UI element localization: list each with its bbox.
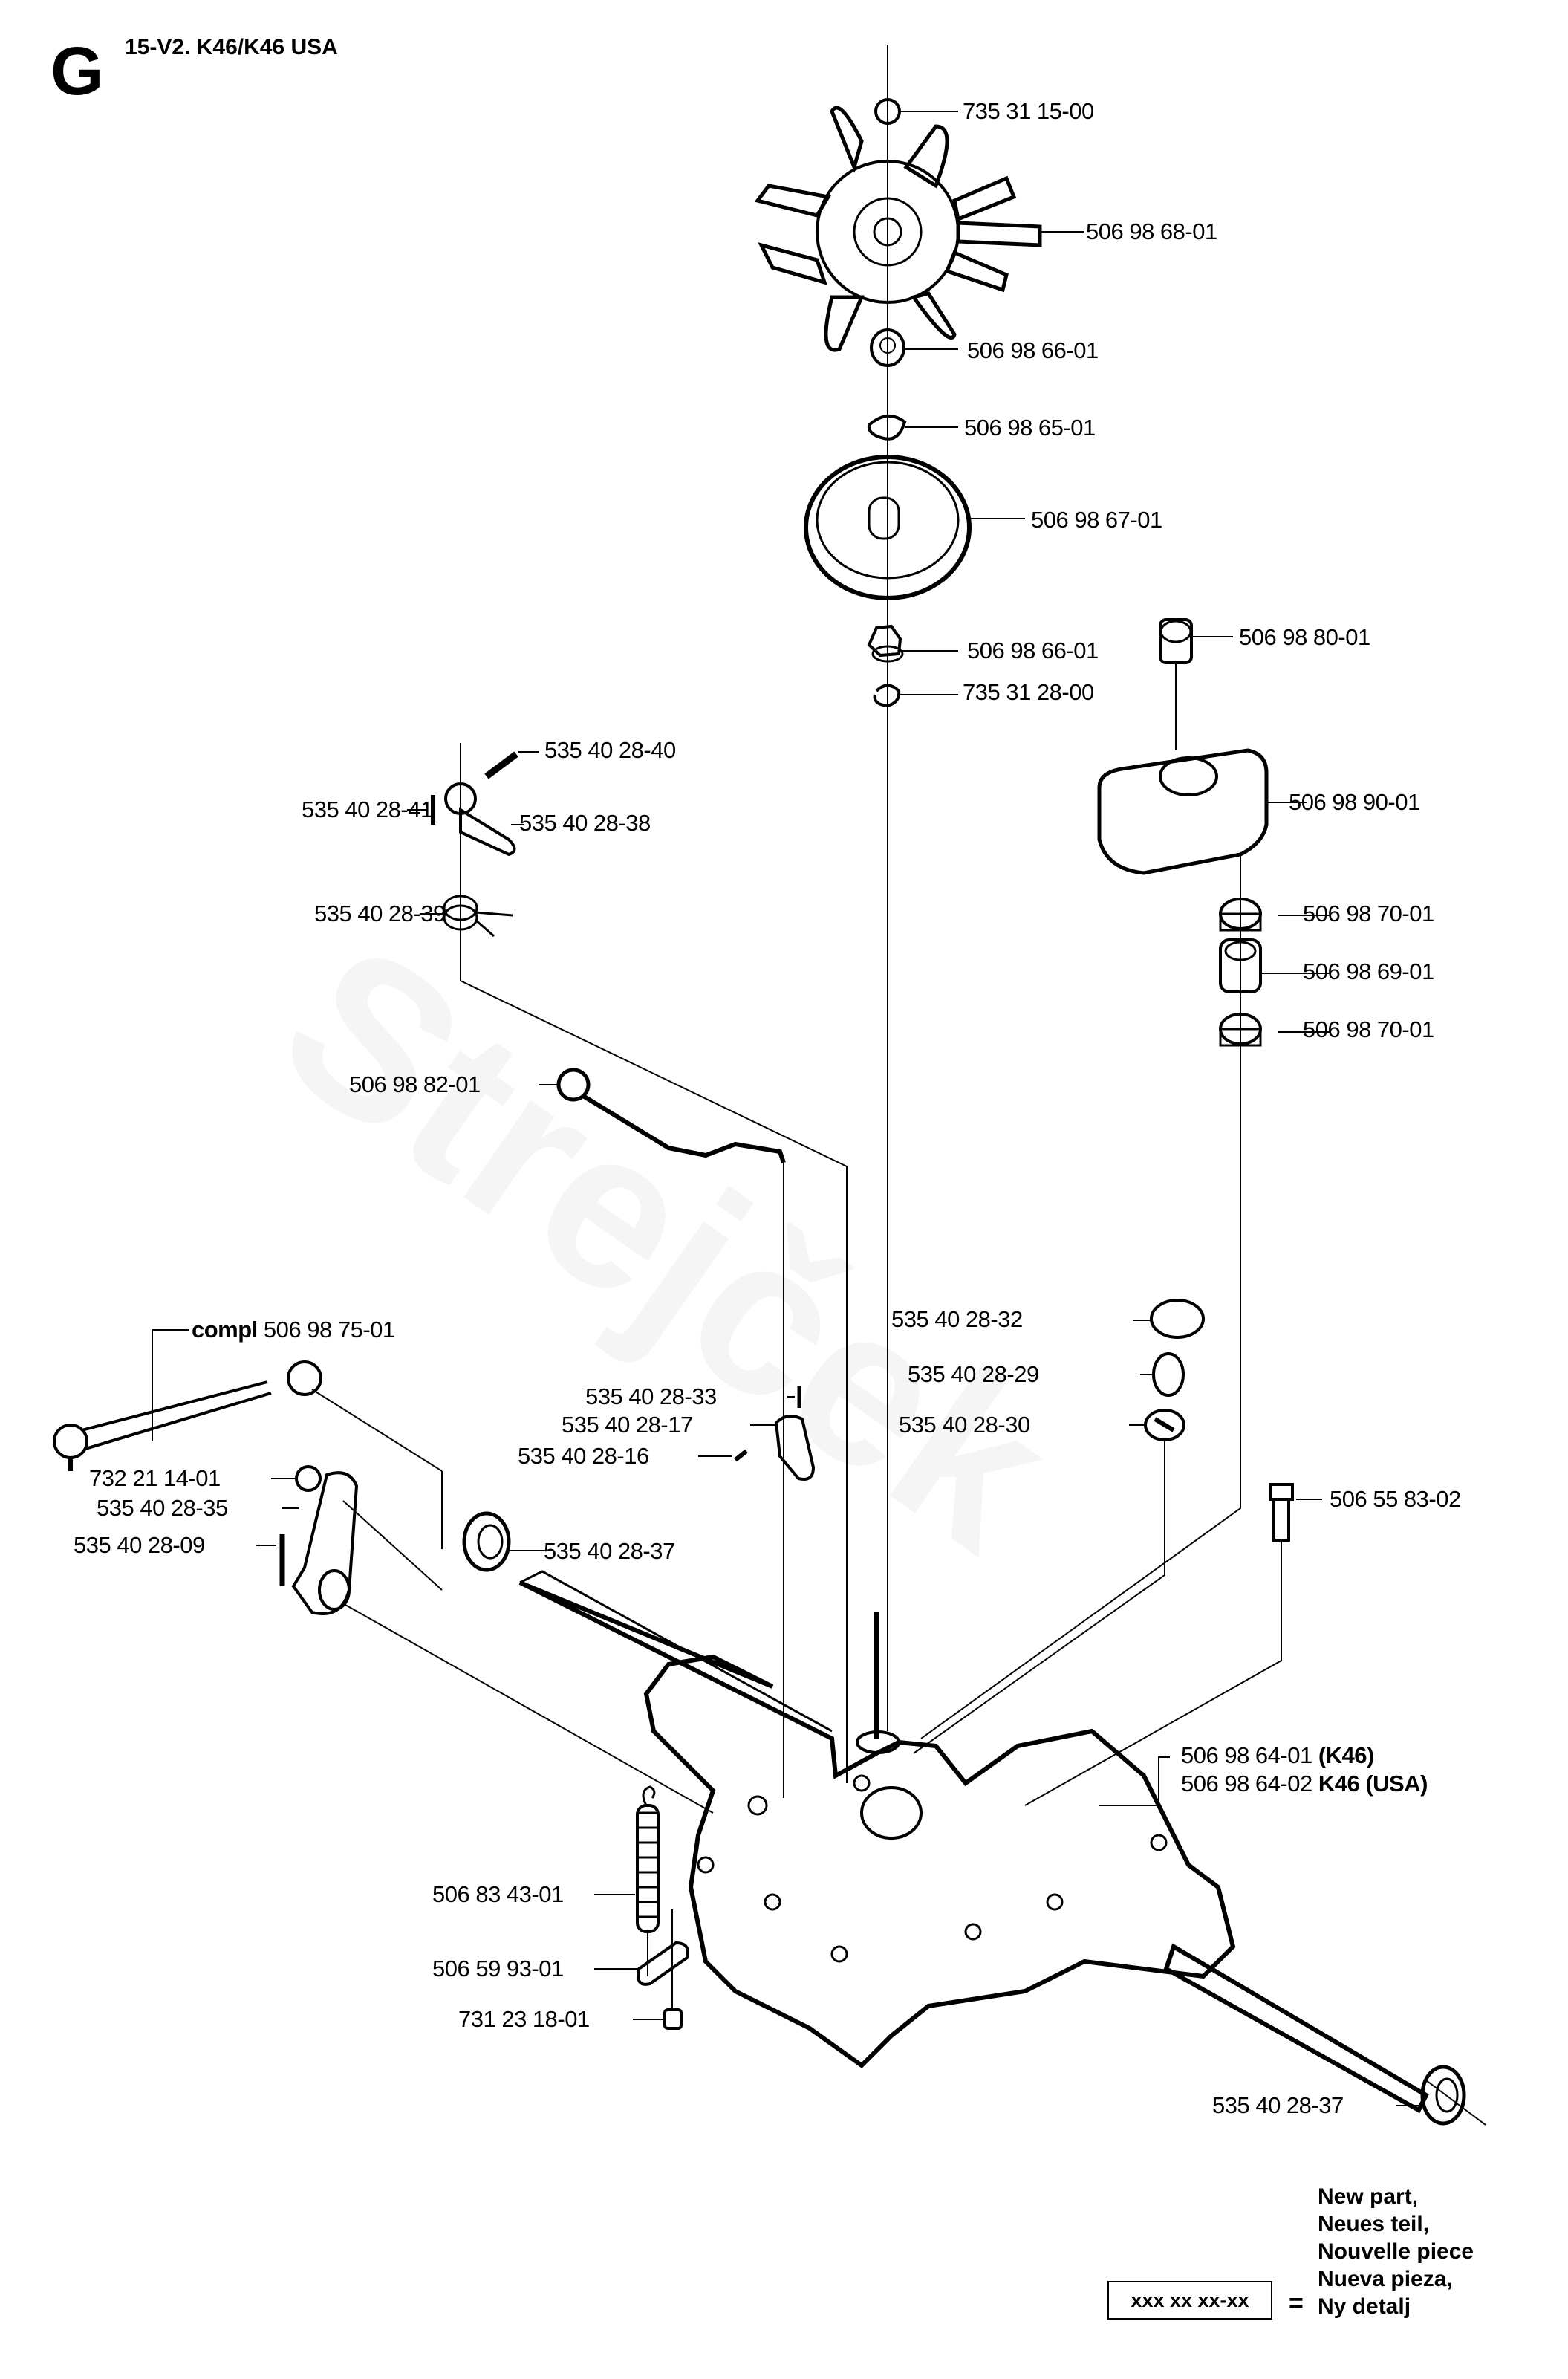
hose-icon [1219,938,1330,993]
new-part-legend-text: New part, Neues teil, Nouvelle piece Nue… [1318,2183,1474,2320]
part-label-seal-right[interactable]: 535 40 28-37 [1212,2092,1344,2118]
part-label-nut-upper[interactable]: 506 98 66-01 [967,337,1099,363]
part-label-snap-ring-lower[interactable]: 735 31 28-00 [963,679,1094,705]
fan-icon [754,106,1084,352]
bolt-icon [1024,1483,1322,1806]
lever-17-icon [750,1415,816,1481]
part-label-pin-16[interactable]: 535 40 28-16 [518,1443,649,1469]
control-rod-number: 506 98 75-01 [263,1317,395,1343]
washer-key-icon [867,415,958,441]
plug-icon [1129,1409,1185,1441]
snap-ring-top-icon [874,98,958,125]
part-label-washer-key[interactable]: 506 98 65-01 [964,415,1096,441]
part-label-arm[interactable]: 535 40 28-38 [519,810,651,836]
legend-line-sv: Ny detalj [1318,2294,1411,2319]
pin-09-icon [256,1534,285,1586]
bracket-icon [594,1909,689,2010]
hose-clamp-upper-icon [1219,898,1330,932]
nut-lower-icon [867,624,958,663]
part-label-bypass-rod[interactable]: 506 98 82-01 [349,1071,481,1097]
legend-line-en: New part, [1318,2184,1419,2209]
transaxle-k46-usa-number: 506 98 64-02 [1181,1771,1312,1797]
part-label-lever-35[interactable]: 535 40 28-35 [97,1495,228,1521]
control-rod-icon [53,1329,443,1549]
part-label-pin-short[interactable]: 535 40 28-41 [302,796,433,822]
part-label-pin-long[interactable]: 535 40 28-40 [544,737,676,763]
part-label-fan[interactable]: 506 98 68-01 [1086,218,1217,244]
part-label-seal-left[interactable]: 535 40 28-37 [544,1538,675,1564]
part-label-nut-731[interactable]: 731 23 18-01 [458,2006,590,2032]
part-label-pin-33[interactable]: 535 40 28-33 [585,1383,717,1409]
part-label-transaxle-k46-usa[interactable]: 506 98 64-02 K46 (USA) [1181,1771,1428,1797]
part-label-spring[interactable]: 506 83 43-01 [432,1881,564,1907]
part-label-oring[interactable]: 535 40 28-29 [908,1361,1039,1387]
legend-equals: = [1289,2289,1304,2317]
pin-short-icon [407,795,435,825]
reservoir-icon [1097,748,1307,1062]
pin-16-icon [698,1449,748,1462]
part-label-hose-clamp-upper[interactable]: 506 98 70-01 [1303,900,1434,926]
part-label-cap[interactable]: 535 40 28-32 [891,1306,1023,1332]
pin-33-icon [787,1386,801,1408]
part-label-hose-clamp-lower[interactable]: 506 98 70-01 [1303,1016,1434,1042]
snap-ring-lower-icon [873,684,958,708]
part-label-nut-lower[interactable]: 506 98 66-01 [967,637,1099,663]
hose-clamp-lower-icon [1219,1013,1330,1047]
nut-731-icon [633,2008,683,2030]
spring-icon [594,1785,660,1976]
part-label-plug[interactable]: 535 40 28-30 [899,1412,1030,1438]
part-label-bracket[interactable]: 506 59 93-01 [432,1956,564,1982]
transaxle-k46-number: 506 98 64-01 [1181,1742,1312,1768]
lever-35-icon [282,1471,714,1814]
new-part-legend-box: xxx xx xx-xx [1107,2281,1272,2320]
part-label-bolt[interactable]: 506 55 83-02 [1330,1486,1461,1512]
nut-upper-icon [870,328,958,367]
pulley-icon [804,455,1025,600]
transaxle-housing-icon [518,1570,1429,2114]
part-label-reservoir[interactable]: 506 98 90-01 [1289,789,1420,815]
legend-line-fr: Nouvelle piece [1318,2239,1474,2264]
seal-left-icon [462,1511,553,1572]
part-label-snap-ring-top[interactable]: 735 31 15-00 [963,98,1094,124]
part-label-control-rod[interactable]: compl 506 98 75-01 [192,1317,395,1343]
part-label-lever-17[interactable]: 535 40 28-17 [562,1412,693,1438]
nut-732-icon [271,1465,322,1492]
part-label-pin-09[interactable]: 535 40 28-09 [74,1532,205,1558]
bypass-rod-icon [539,1068,786,1163]
section-title: 15-V2. K46/K46 USA [125,35,338,59]
cap-icon [1133,1299,1205,1339]
reservoir-cap-icon [1159,618,1233,750]
legend-line-de: Neues teil, [1318,2212,1430,2236]
part-label-hose[interactable]: 506 98 69-01 [1303,958,1434,984]
part-label-reservoir-cap[interactable]: 506 98 80-01 [1239,624,1370,650]
transaxle-k46-usa-model: K46 (USA) [1318,1771,1428,1797]
arm-icon [444,782,524,857]
part-label-pulley[interactable]: 506 98 67-01 [1031,507,1162,533]
legend-line-es: Nueva pieza, [1318,2267,1453,2291]
seal-right-icon [1396,2065,1486,2126]
transaxle-leader [1099,1756,1170,1806]
part-label-nut-732[interactable]: 732 21 14-01 [89,1465,221,1491]
transaxle-k46-model: (K46) [1318,1742,1375,1768]
oring-icon [1140,1352,1185,1397]
part-label-transaxle-k46[interactable]: 506 98 64-01 (K46) [1181,1742,1374,1769]
torsion-spring-icon [420,895,513,938]
control-rod-prefix: compl [192,1317,258,1343]
part-label-torsion-spring[interactable]: 535 40 28-39 [314,900,446,926]
section-letter: G [51,33,104,109]
pin-long-icon [484,751,539,779]
